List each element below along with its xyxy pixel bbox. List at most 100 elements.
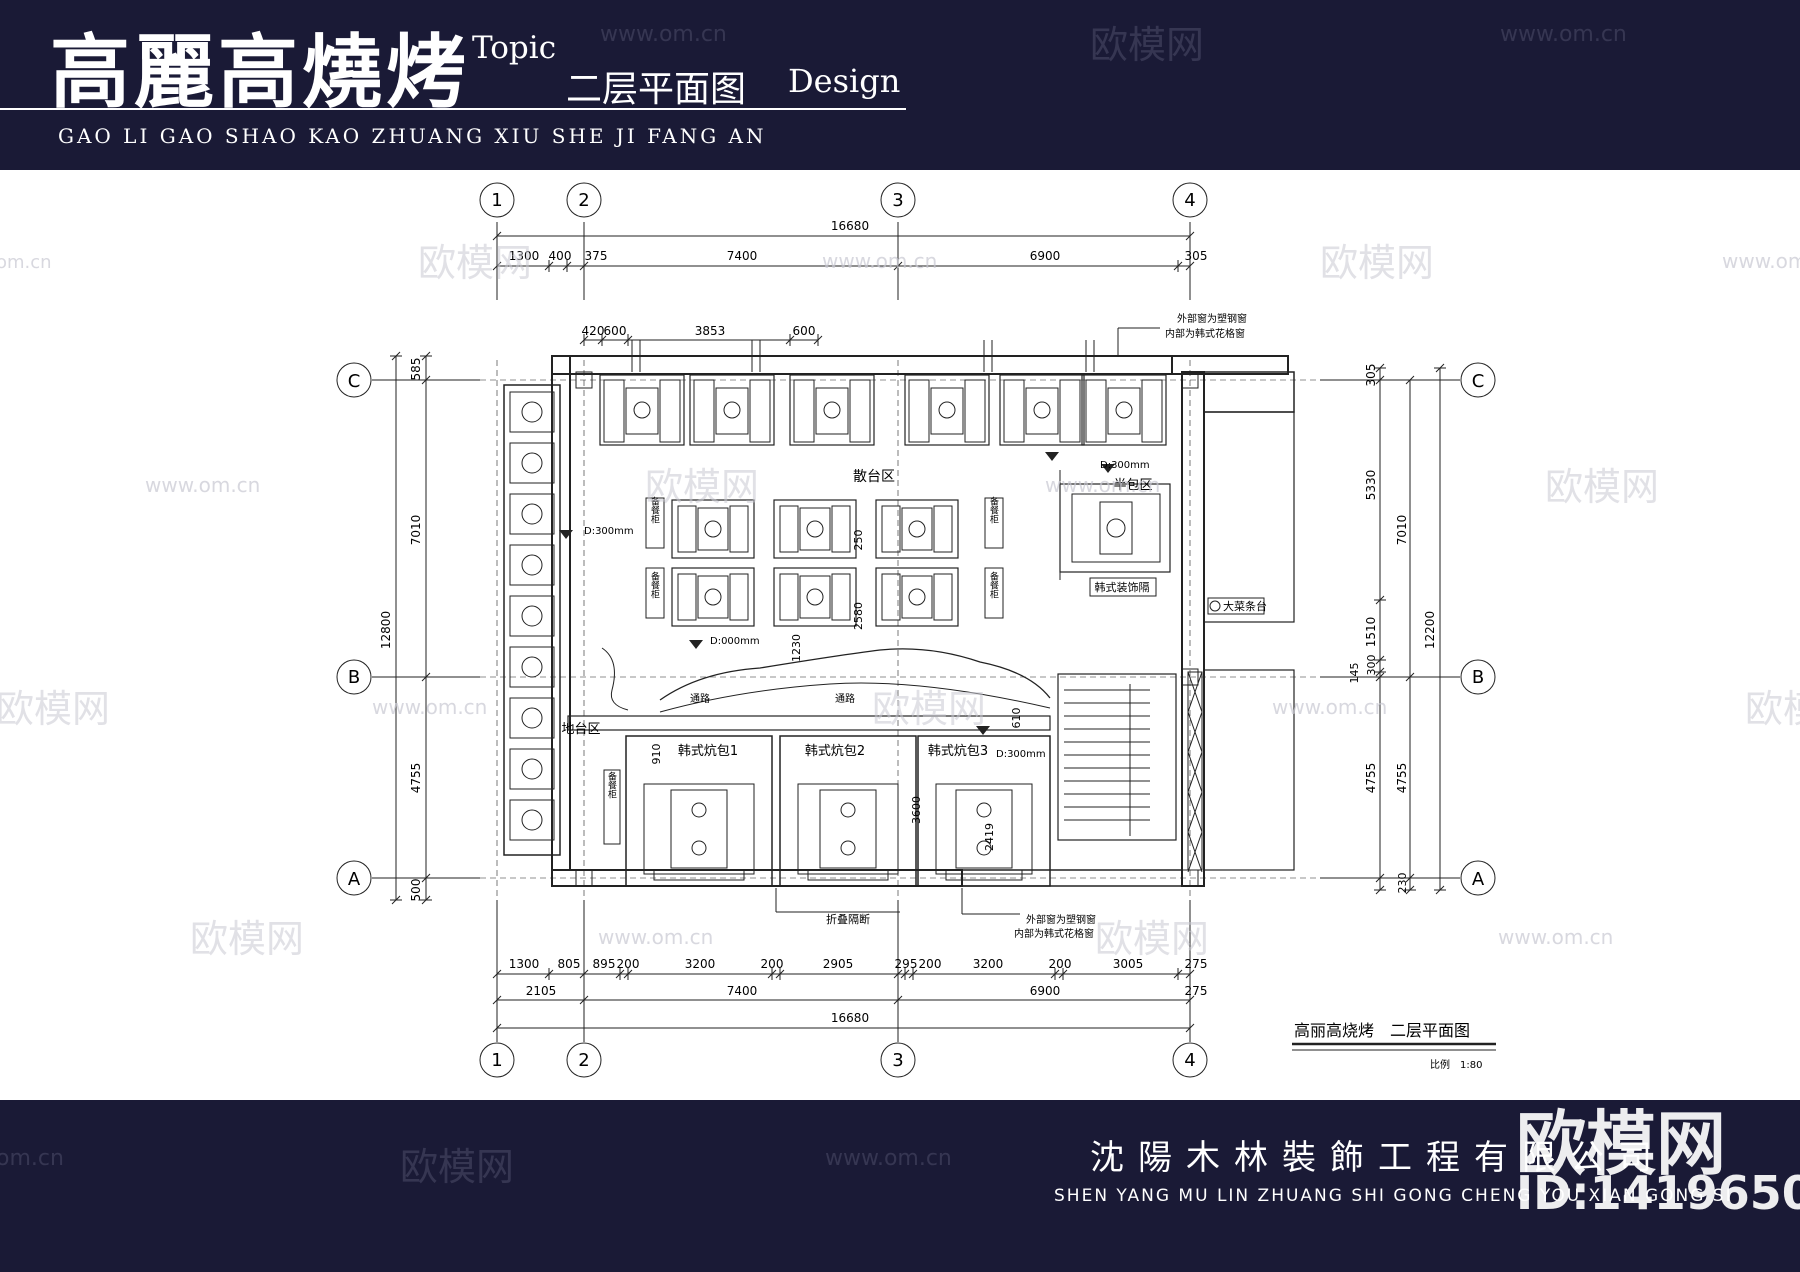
axis-bubble	[1172, 182, 1208, 218]
hall-table-group	[773, 567, 857, 627]
booth-table	[1025, 387, 1059, 435]
dim-left: 12800	[379, 611, 393, 649]
stair-hatch	[1187, 791, 1203, 833]
dim-tick	[544, 969, 554, 979]
grill-circle	[704, 520, 722, 538]
design-label: Design	[788, 62, 901, 100]
grill-circle	[691, 840, 707, 856]
axis-1-top: 1	[491, 190, 502, 211]
column-marker	[575, 371, 593, 389]
curved-counter-inner	[659, 682, 1051, 713]
dim-tick	[893, 261, 903, 271]
dim-tick	[579, 261, 589, 271]
dim-tick	[1375, 363, 1385, 373]
hall-seat	[881, 505, 901, 553]
dim-top: 6900	[1030, 249, 1061, 263]
private-table	[670, 789, 728, 869]
dim-right: 7010	[1395, 515, 1409, 546]
watermark-site: www.om.cn	[1272, 695, 1387, 719]
semi-private-table-group	[1071, 493, 1161, 563]
inner-dim: 1230	[790, 634, 803, 662]
dim-bottom: 275	[1185, 957, 1208, 971]
table-center	[521, 605, 543, 627]
watermark-site: www.om.cn	[598, 925, 713, 949]
stair-hatch	[1187, 831, 1203, 873]
dim-bottom: 1300	[509, 957, 540, 971]
level-mark: D:300mm	[1100, 460, 1150, 471]
curved-feature	[601, 647, 629, 711]
watermark-brand: 欧模网	[0, 687, 110, 731]
dim-tick	[421, 375, 431, 385]
window-note-top-2: 内部为韩式花格窗	[1165, 327, 1245, 340]
private-room	[779, 735, 917, 887]
grill-circle	[691, 802, 707, 818]
dim-tick	[391, 895, 401, 905]
hall-table	[697, 575, 729, 619]
dim-bottom: 2905	[823, 957, 854, 971]
dim-bottom: 895	[593, 957, 616, 971]
private-room	[625, 735, 773, 887]
watermark-brand: 欧模网	[1090, 23, 1205, 67]
axis-4-top: 4	[1184, 190, 1195, 211]
cabinet-label: 备餐柜	[988, 495, 999, 524]
grill-circle	[908, 520, 926, 538]
dim-tick	[1405, 672, 1415, 682]
plan-title: 高丽高烧烤 二层平面图	[1294, 1021, 1470, 1040]
axis-C-left: C	[348, 371, 361, 392]
booth	[999, 374, 1085, 446]
dim-bottom-total: 16680	[831, 1011, 869, 1025]
dim-right: 145	[1348, 663, 1361, 684]
stair-core-wall	[1203, 371, 1295, 413]
partition-feature-label: 韩式装饰隔	[1095, 580, 1150, 594]
grill-circle	[806, 588, 824, 606]
platform-table	[509, 493, 555, 535]
dim-tick	[1058, 969, 1068, 979]
dim-top2: 600	[604, 324, 627, 338]
hall-table	[799, 507, 831, 551]
dim-tick	[1405, 375, 1415, 385]
logo-text: 欧模网	[1516, 1103, 1726, 1185]
axis-bubble	[566, 182, 602, 218]
step-edge	[653, 869, 745, 881]
room-semi-private: 半包区	[1113, 478, 1152, 493]
cabinet-label: 备餐柜	[649, 570, 660, 599]
stair-hatch	[1187, 711, 1203, 753]
dim-tick	[492, 261, 502, 271]
hall-seat	[779, 505, 799, 553]
dim-tick	[1185, 231, 1195, 241]
curved-counter	[659, 648, 1051, 701]
inner-dim: 250	[852, 530, 865, 551]
dim-tick	[579, 969, 589, 979]
platform-table	[509, 391, 555, 433]
dim-tick	[421, 873, 431, 883]
dim-bottom: 200	[761, 957, 784, 971]
dim-tick	[1185, 1023, 1195, 1033]
axis-bubble	[479, 182, 515, 218]
watermark-site: www.om.cn	[1722, 249, 1800, 273]
service-cabinet	[645, 497, 665, 549]
hall-table	[901, 507, 933, 551]
dim-tick	[391, 351, 401, 361]
dim-top2: 3853	[695, 324, 726, 338]
axis-bubble	[880, 182, 916, 218]
stair-hatch	[1187, 671, 1203, 713]
bar-counter	[1207, 597, 1265, 615]
watermark-brand: 欧模网	[872, 687, 986, 731]
booth	[789, 374, 875, 446]
service-room	[1203, 669, 1295, 871]
platform-table	[509, 595, 555, 637]
booth-table	[715, 387, 749, 435]
inner-dim: 2580	[852, 602, 865, 630]
private-table	[819, 789, 877, 869]
dim-bottom2: 7400	[727, 984, 758, 998]
inner-dim: 910	[650, 744, 663, 765]
watermark-brand: 欧模网	[400, 1145, 515, 1189]
axis-4-bottom: 4	[1184, 1050, 1195, 1071]
axis-B-left: B	[348, 667, 360, 688]
staircase	[1057, 673, 1177, 841]
watermark-brand: 欧模网	[1095, 917, 1209, 961]
semi-private-table	[1099, 501, 1133, 555]
booth-seat	[1003, 379, 1025, 443]
watermark-site: www.om.cn	[372, 695, 487, 719]
dim-tick	[1435, 885, 1445, 895]
